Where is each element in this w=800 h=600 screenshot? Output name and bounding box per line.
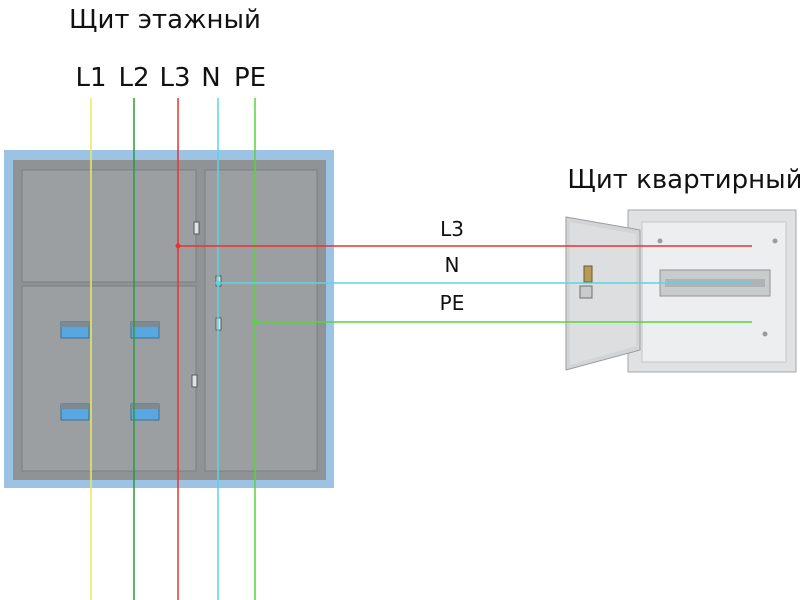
phase-label-l2: L2	[118, 63, 149, 93]
junction-pe	[252, 319, 258, 325]
door-lock-icon	[583, 265, 593, 283]
connection-label-pe: PE	[440, 291, 465, 315]
horizontal-wires	[175, 243, 752, 325]
meter-windows	[60, 321, 160, 421]
floor-panel-door-right	[204, 169, 318, 472]
apartment-panel	[565, 209, 797, 373]
phase-label-l3: L3	[159, 63, 190, 93]
floor-panel	[4, 150, 334, 488]
junction-n	[215, 280, 221, 286]
phase-label-pe: PE	[234, 63, 266, 93]
phase-label-l1: L1	[75, 63, 106, 93]
connection-label-n: N	[445, 253, 460, 277]
connection-label-l3: L3	[440, 217, 464, 241]
apartment-panel-title: Щит квартирный	[567, 165, 800, 195]
floor-panel-door-bottom-left	[21, 285, 197, 472]
phase-labels: L1 L2 L3 N PE	[75, 63, 266, 93]
floor-panel-door-top-left	[21, 169, 197, 283]
vertical-wires	[90, 98, 256, 600]
junction-l3	[175, 243, 181, 249]
floor-panel-title: Щит этажный	[69, 5, 261, 35]
phase-label-n: N	[201, 63, 220, 93]
connection-labels: L3 N PE	[440, 217, 465, 315]
